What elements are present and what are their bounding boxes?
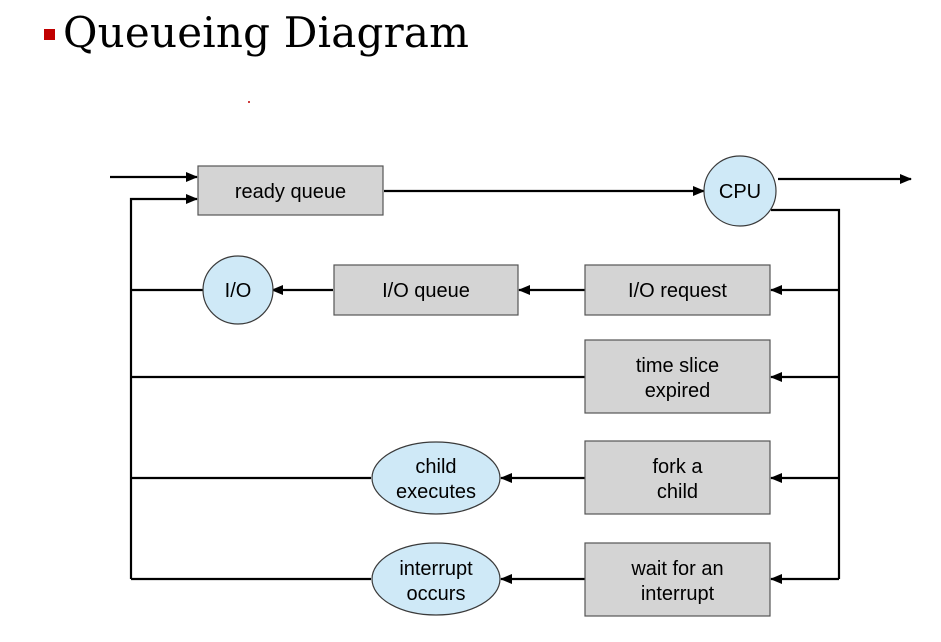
interrupt-occurs-label-line1: interrupt bbox=[399, 558, 473, 580]
wait-label-line1: wait for an bbox=[630, 558, 723, 580]
io-device-circle: I/O bbox=[202, 255, 274, 325]
child-executes-ellipse: child executes bbox=[371, 441, 501, 515]
io-device-label: I/O bbox=[225, 280, 252, 302]
child-executes-label-line1: child bbox=[415, 456, 456, 478]
time-slice-box: time slice expired bbox=[584, 339, 771, 414]
wait-interrupt-box: wait for an interrupt bbox=[584, 542, 771, 617]
interrupt-occurs-label-line2: occurs bbox=[407, 583, 466, 605]
wait-label-line2: interrupt bbox=[641, 583, 715, 605]
cpu-circle: CPU bbox=[703, 155, 777, 227]
io-request-label: I/O request bbox=[628, 280, 727, 302]
connectors bbox=[110, 172, 912, 584]
time-slice-label-line1: time slice bbox=[636, 355, 719, 377]
interrupt-occurs-ellipse: interrupt occurs bbox=[371, 542, 501, 616]
time-slice-label-line2: expired bbox=[645, 380, 711, 402]
io-queue-box: I/O queue bbox=[333, 264, 519, 316]
io-request-box: I/O request bbox=[584, 264, 771, 316]
ready-queue-box: ready queue bbox=[197, 165, 384, 216]
bullet-icon bbox=[44, 29, 55, 40]
fork-label-line1: fork a bbox=[652, 456, 703, 478]
slide-title: Queueing Diagram bbox=[63, 8, 470, 57]
slide-title-row: Queueing Diagram bbox=[44, 8, 469, 57]
fork-label-line2: child bbox=[657, 481, 698, 503]
line-return-to-ready bbox=[129, 194, 198, 579]
io-queue-label: I/O queue bbox=[382, 280, 470, 302]
child-executes-label-line2: executes bbox=[396, 481, 476, 503]
line-cpu-return bbox=[771, 208, 841, 579]
decorative-dot bbox=[248, 101, 250, 103]
ready-queue-label: ready queue bbox=[235, 181, 346, 203]
cpu-label: CPU bbox=[719, 181, 761, 203]
fork-child-box: fork a child bbox=[584, 440, 771, 515]
